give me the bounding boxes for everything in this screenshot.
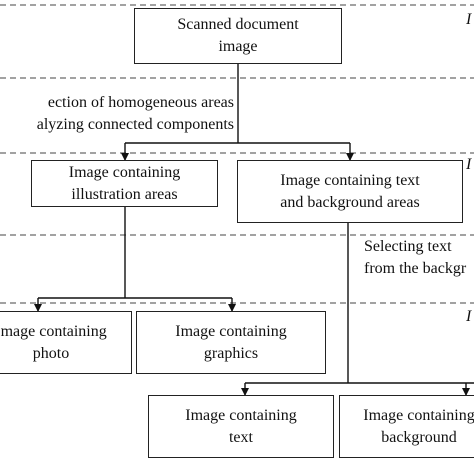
box-text: Image containing text — [148, 395, 334, 458]
label-homogeneous-areas: ection of homogeneous areas alyzing conn… — [36, 94, 234, 133]
label-selecting-text: Selecting text from the backgr — [364, 238, 467, 277]
box-background: Image containing background — [339, 395, 474, 458]
side-mark-3: I — [466, 308, 472, 325]
box-graphics: Image containing graphics — [136, 311, 326, 374]
box-text-background-areas: Image containing text and background are… — [237, 160, 463, 223]
box-illustration-areas: Image containing illustration areas — [31, 160, 218, 207]
box-scanned-document: Scanned document image — [134, 8, 342, 64]
side-mark-2: I — [466, 156, 472, 173]
side-mark-1: I — [466, 11, 472, 28]
box-photo: Image containing photo — [0, 311, 132, 374]
